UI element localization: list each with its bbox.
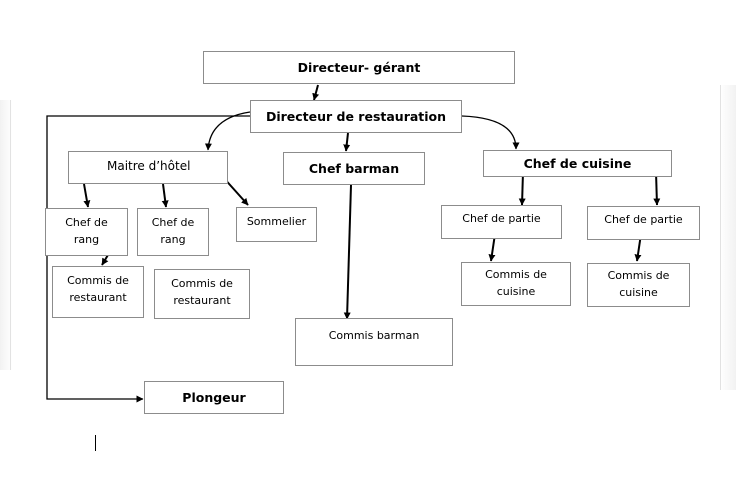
edge-chef-cuisine-to-chef-partie-1 — [518, 171, 526, 206]
node-maitre-hotel: Maitre d’hôtel — [68, 151, 228, 184]
node-commis-cuisine-1: Commis de cuisine — [461, 262, 571, 306]
node-commis-restaurant-1: Commis de restaurant — [52, 266, 144, 318]
node-chef-rang-2: Chef de rang — [137, 208, 209, 256]
page-edge-right — [720, 85, 736, 390]
page-rule-right — [720, 85, 721, 390]
page-edge-left — [0, 100, 12, 370]
page-rule-left — [10, 100, 11, 370]
node-sommelier: Sommelier — [236, 207, 317, 242]
text-cursor — [95, 435, 96, 451]
node-directeur-restauration: Directeur de restauration — [250, 100, 462, 133]
edge-directeur-restauration-to-chef-cuisine — [461, 115, 520, 150]
node-commis-barman: Commis barman — [295, 318, 453, 366]
node-commis-restaurant-2: Commis de restaurant — [154, 269, 250, 319]
edge-maitre-hotel-to-chef-rang-2 — [161, 183, 169, 208]
edge-maitre-hotel-to-chef-rang-1 — [83, 183, 91, 208]
edge-directeur-restauration-to-maitre-hotel — [204, 111, 251, 151]
node-chef-cuisine: Chef de cuisine — [483, 150, 672, 177]
node-chef-partie-2: Chef de partie — [587, 206, 700, 240]
edge-directeur-gerant-to-directeur-restauration — [312, 84, 320, 101]
node-chef-partie-1: Chef de partie — [441, 205, 562, 239]
node-chef-barman: Chef barman — [283, 152, 425, 185]
node-commis-cuisine-2: Commis de cuisine — [587, 263, 690, 307]
edge-directeur-restauration-to-plongeur — [46, 115, 250, 403]
edge-chef-cuisine-to-chef-partie-2 — [653, 171, 661, 206]
edge-chef-barman-to-commis-barman — [343, 184, 352, 320]
node-chef-rang-1: Chef de rang — [45, 208, 128, 256]
edge-directeur-restauration-to-chef-barman — [343, 132, 351, 152]
node-directeur-gerant: Directeur- gérant — [203, 51, 515, 84]
node-plongeur: Plongeur — [144, 381, 284, 414]
